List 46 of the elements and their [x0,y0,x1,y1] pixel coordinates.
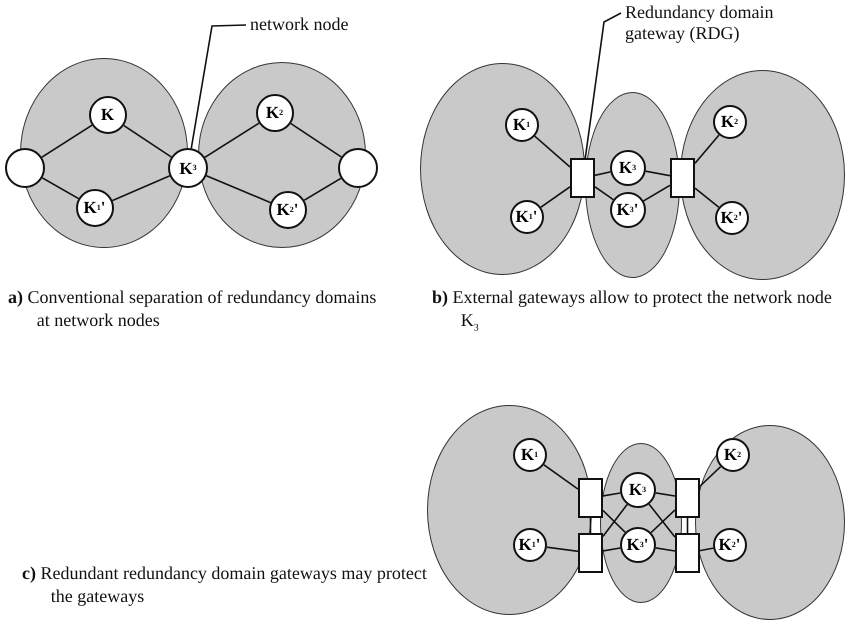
connector-line [656,547,676,552]
connector-line [646,170,670,176]
connector-line [206,174,271,204]
gateway-box [578,478,603,518]
figure-caption: c) Redundant redundancy domain gateways may protect the gateways [22,562,428,608]
gateway-box [675,478,700,518]
leader-line [584,12,622,158]
node-circle: K [88,96,126,134]
connector-line [643,184,670,202]
connector-line [694,187,720,208]
connector-line [590,518,592,533]
connector-line [648,504,676,538]
gateway-box [578,533,603,573]
connector-line [594,171,611,176]
connector-line [546,546,578,552]
figure-caption: a) Conventional separation of redundancy domains at network nodes [8,286,377,332]
connector-line [650,509,676,534]
connector-line [112,175,170,202]
gateway-box [670,158,695,198]
connector-line [42,177,79,200]
connector-line [290,122,342,158]
node-circle [5,148,45,188]
leader-line [190,24,246,148]
connector-line [602,504,628,537]
callout-label: Redundancy domain gateway (RDG) [625,2,825,44]
gateway-box [570,158,595,198]
connector-line [700,547,714,552]
connector-line [656,492,676,497]
connector-line [540,186,570,208]
gateway-box [675,533,700,573]
connector-line [123,124,172,158]
node-circle [338,148,378,188]
connector-line [594,186,614,200]
connector-line [694,134,720,164]
connector-line [602,547,620,552]
connector-line [534,136,571,168]
connector-line [602,510,626,533]
callout-label: network node [250,14,390,35]
connector-line [304,178,342,201]
connector-line [699,466,722,487]
connector-line [686,518,688,533]
connector-line [41,124,92,158]
connector-line [543,464,578,490]
figure-caption: b) External gateways allow to protect the network node K$_{3}$ [432,286,833,336]
connector-line [602,492,620,497]
connector-line [204,122,260,158]
